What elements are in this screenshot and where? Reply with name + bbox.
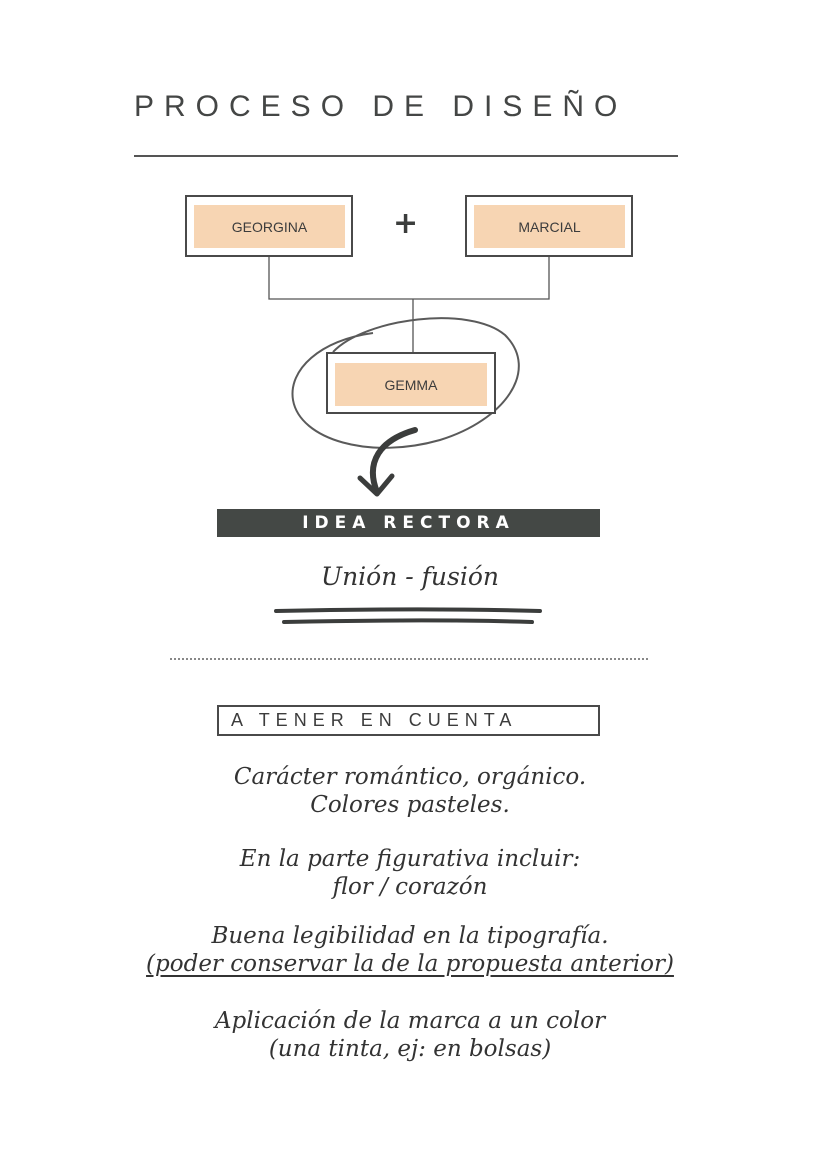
idea-heading-bar: IDEA RECTORA (217, 509, 600, 537)
note-line: Buena legibilidad en la tipografía. (211, 923, 609, 949)
brush-underline (274, 607, 542, 624)
child-box: GEMMA (326, 352, 496, 414)
curved-arrow-icon (369, 427, 418, 495)
note-item: En la parte figurativa incluir: flor / c… (80, 845, 740, 901)
note-line: Carácter romántico, orgánico. (233, 764, 587, 790)
dotted-divider (170, 658, 648, 660)
note-item: Buena legibilidad en la tipografía. (pod… (80, 922, 740, 978)
title-divider (134, 155, 678, 157)
parent-box-left: GEORGINA (185, 195, 353, 257)
plus-sign: + (393, 206, 419, 241)
note-line: Colores pasteles. (310, 792, 510, 818)
arrow-head-icon (357, 473, 395, 497)
parent-label-left: GEORGINA (194, 205, 345, 248)
parent-box-right: MARCIAL (465, 195, 633, 257)
idea-text: Unión - fusión (321, 562, 499, 591)
considerations-heading: A TENER EN CUENTA (217, 705, 600, 736)
hand-drawn-circle (291, 317, 520, 449)
note-line: (una tinta, ej: en bolsas) (268, 1036, 552, 1062)
child-label: GEMMA (335, 363, 487, 406)
note-line: flor / corazón (332, 874, 488, 900)
parent-connector-line (268, 257, 550, 300)
diagram-connectors (268, 257, 550, 497)
note-line: En la parte figurativa incluir: (239, 846, 581, 872)
parent-label-right: MARCIAL (474, 205, 625, 248)
note-line: (poder conservar la de la propuesta ante… (146, 951, 674, 977)
note-item: Aplicación de la marca a un color (una t… (80, 1007, 740, 1063)
note-item: Carácter romántico, orgánico. Colores pa… (80, 763, 740, 819)
page-title: PROCESO DE DISEÑO (134, 90, 628, 123)
note-line: Aplicación de la marca a un color (214, 1008, 606, 1034)
